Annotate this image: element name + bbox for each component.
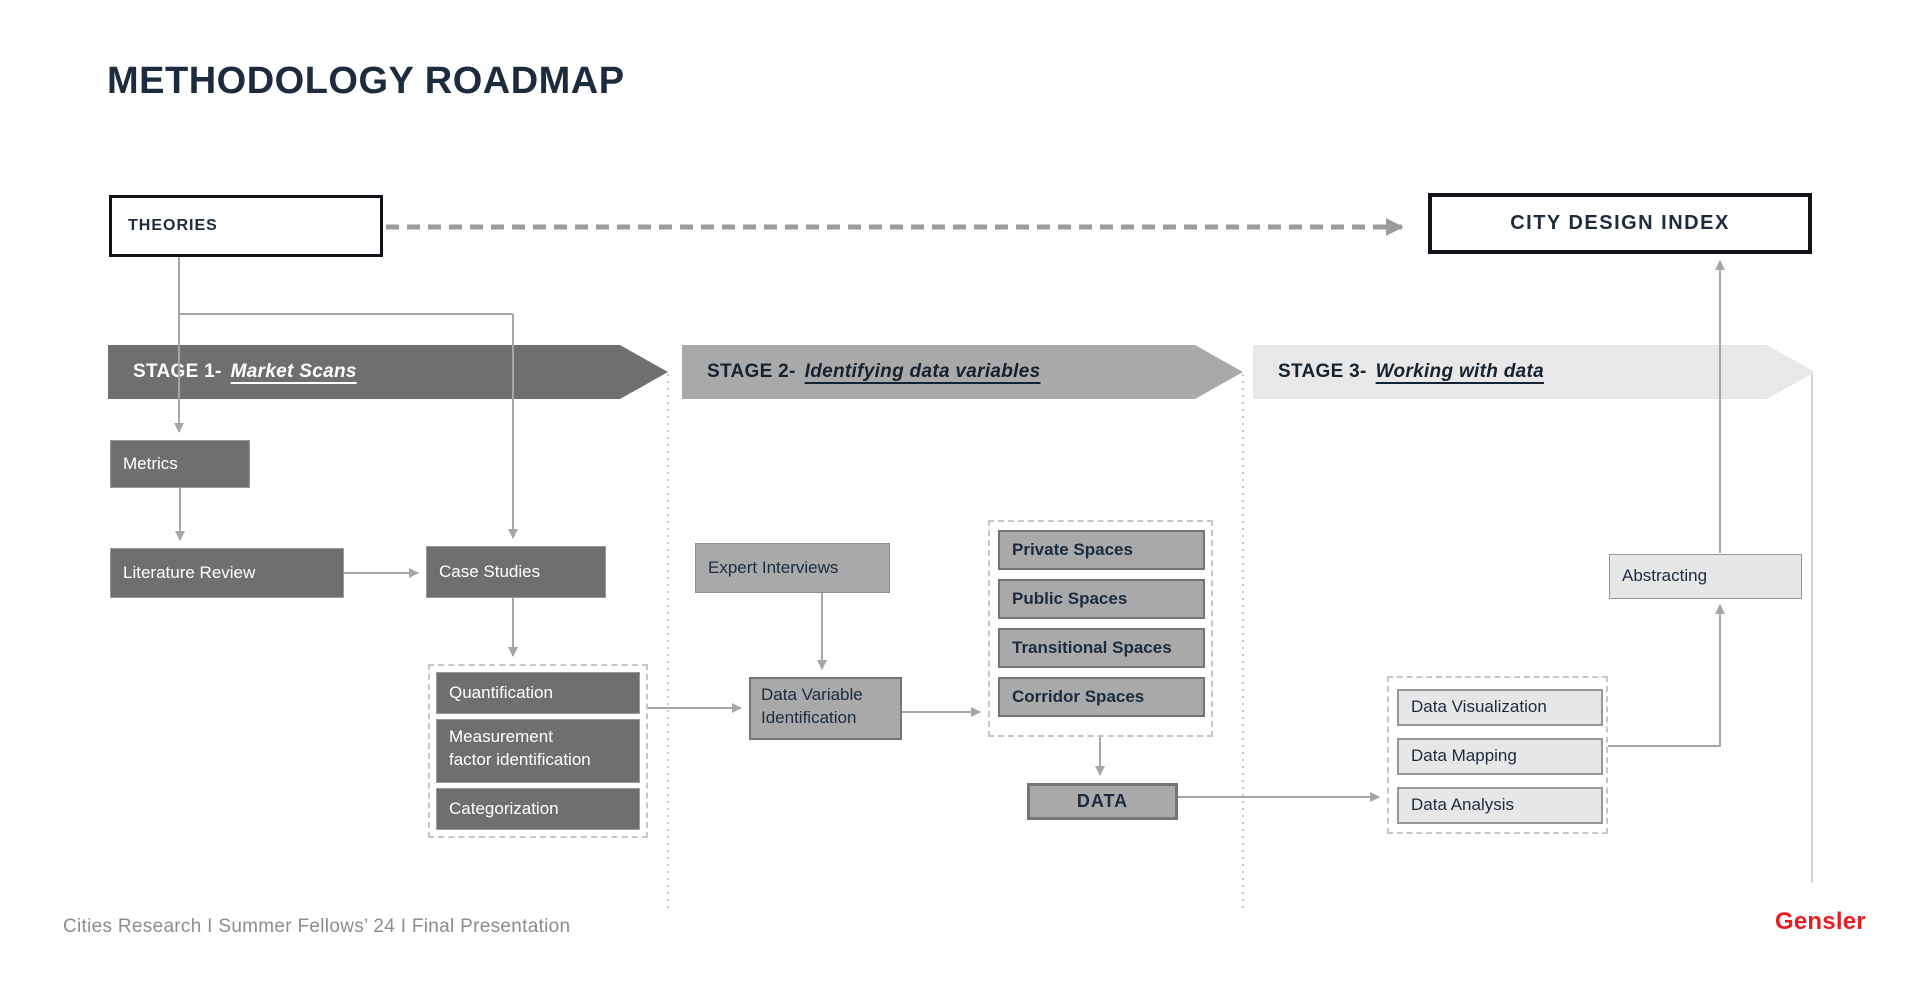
data-mapping-box: Data Mapping (1397, 738, 1603, 775)
page-title: METHODOLOGY ROADMAP (107, 60, 625, 102)
metrics-box: Metrics (110, 440, 250, 488)
city-design-index-box: CITY DESIGN INDEX (1428, 193, 1812, 254)
stage3-banner: STAGE 3- Working with data (1253, 345, 1815, 399)
data-analysis-box: Data Analysis (1397, 787, 1603, 824)
stage2-name: Identifying data variables (804, 361, 1041, 382)
stage1-banner: STAGE 1- Market Scans (108, 345, 668, 399)
stage2-prefix: STAGE 2- (707, 361, 796, 382)
gensler-logo: Gensler (1775, 908, 1866, 935)
data-box: DATA (1027, 783, 1178, 820)
stage3-name: Working with data (1375, 361, 1544, 382)
literature-review-box: Literature Review (110, 548, 344, 598)
market-scan-steps-frame (428, 664, 648, 838)
stage1-prefix: STAGE 1- (133, 361, 222, 382)
stage2-banner: STAGE 2- Identifying data variables (682, 345, 1243, 399)
private-spaces-box: Private Spaces (998, 530, 1205, 570)
dvi-line2: Identification (761, 707, 857, 727)
transitional-spaces-box: Transitional Spaces (998, 628, 1205, 668)
data-variable-identification-box: Data Variable Identification (749, 677, 902, 740)
stage1-name: Market Scans (230, 361, 357, 382)
data-visualization-box: Data Visualization (1397, 689, 1603, 726)
abstracting-box: Abstracting (1609, 554, 1802, 599)
space-types-frame (988, 520, 1213, 737)
categorization-box: Categorization (436, 788, 640, 830)
dvi-line1: Data Variable (761, 685, 863, 704)
data-steps-frame (1387, 676, 1608, 834)
measurement-line1: Measurement (449, 727, 553, 746)
measurement-line2: factor identification (449, 749, 591, 769)
footer-caption: Cities Research I Summer Fellows’ 24 I F… (63, 916, 571, 937)
expert-interviews-box: Expert Interviews (695, 543, 890, 593)
public-spaces-box: Public Spaces (998, 579, 1205, 619)
measurement-factor-box: Measurement factor identification (436, 719, 640, 783)
case-studies-box: Case Studies (426, 546, 606, 598)
corridor-spaces-box: Corridor Spaces (998, 677, 1205, 717)
quantification-box: Quantification (436, 672, 640, 714)
theories-box: THEORIES (109, 195, 383, 257)
stage3-prefix: STAGE 3- (1278, 361, 1367, 382)
